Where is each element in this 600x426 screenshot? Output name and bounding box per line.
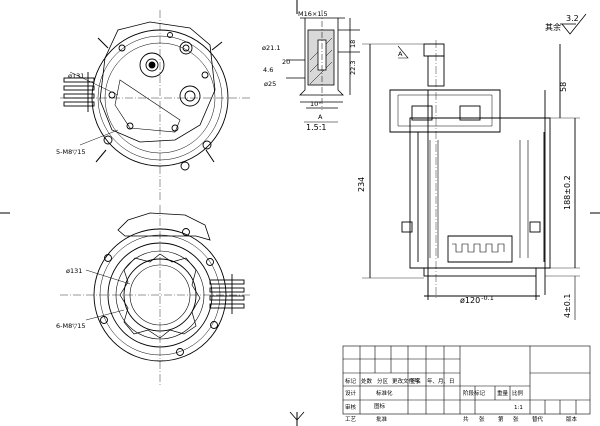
section-scale: 1.5:1 xyxy=(306,123,327,132)
tb-rev-header-2: 分区 xyxy=(377,377,389,385)
roughness-value: 3.2 xyxy=(566,14,579,23)
section-dim-20: 20 xyxy=(282,58,290,66)
section-dim-223: 22.3 xyxy=(349,61,357,75)
tb-row-process: 工艺 xyxy=(345,416,357,423)
side-view-top-dim: 58 xyxy=(559,82,568,92)
tb-rev-header-3: 更改文件号 xyxy=(392,377,420,385)
tb-row-design: 设计 xyxy=(345,389,357,397)
section-thread: M16×1.5 xyxy=(298,10,328,18)
tb-stage: 阶段标记 xyxy=(463,389,486,397)
side-view-bottom-tol: -0.1 xyxy=(481,294,494,302)
front-view xyxy=(60,10,250,200)
tb-rev-header-1: 处数 xyxy=(361,377,373,385)
section-dim-46: 4.6 xyxy=(263,66,273,74)
side-view-arrow: A xyxy=(398,50,403,58)
tb-scale: 比例 xyxy=(512,389,524,397)
tb-rev-header-0: 标记 xyxy=(345,377,357,385)
side-view-inner-height: 188±0.2 xyxy=(563,175,572,210)
side-view-bottom-dia-value: ø120 xyxy=(460,296,480,305)
tb-rev-header-5: 年、月、日 xyxy=(427,377,455,385)
section-detail xyxy=(286,10,360,110)
tb-scale-val: 1:1 xyxy=(514,405,523,411)
tb-approve: 批准 xyxy=(376,415,388,423)
rear-view-dia: ø131 xyxy=(66,267,82,275)
side-view xyxy=(362,40,580,320)
tb-sheet-3: 张 xyxy=(513,415,519,423)
front-view-dia: ø131 xyxy=(68,72,84,80)
section-dia-bottom: ø25 xyxy=(264,80,276,88)
tb-sheet-2: 第 xyxy=(498,415,504,423)
tb-row-review: 审核 xyxy=(345,403,357,411)
tb-version: 版本 xyxy=(566,415,578,423)
section-view-label: A xyxy=(318,113,323,121)
section-dim-18: 18 xyxy=(349,40,357,48)
tb-replace: 替代 xyxy=(532,415,544,423)
side-view-height: 234 xyxy=(357,177,366,192)
roughness-label: 其余 xyxy=(545,22,561,32)
section-angle: 10° xyxy=(310,100,322,108)
front-view-holes: 5-M8▽15 xyxy=(56,148,86,156)
side-view-bottom-dia: ø120-0.1 xyxy=(460,294,494,305)
tb-stamp: 图标 xyxy=(374,402,386,410)
section-dia-top: ø21.1 xyxy=(262,44,280,52)
tb-sheet-1: 张 xyxy=(479,415,485,423)
title-block xyxy=(342,345,591,415)
tb-std: 标准化 xyxy=(376,389,393,397)
rear-view xyxy=(60,205,250,385)
rear-view-holes: 6-M8▽15 xyxy=(56,322,86,330)
roughness-note: 其余 3.2 xyxy=(545,13,587,35)
tb-weight: 重量 xyxy=(497,389,509,397)
tb-sheet-0: 共 xyxy=(463,415,469,423)
side-view-flange: 4±0.1 xyxy=(563,293,572,318)
tb-rev-header-4: 签名 xyxy=(410,377,421,385)
